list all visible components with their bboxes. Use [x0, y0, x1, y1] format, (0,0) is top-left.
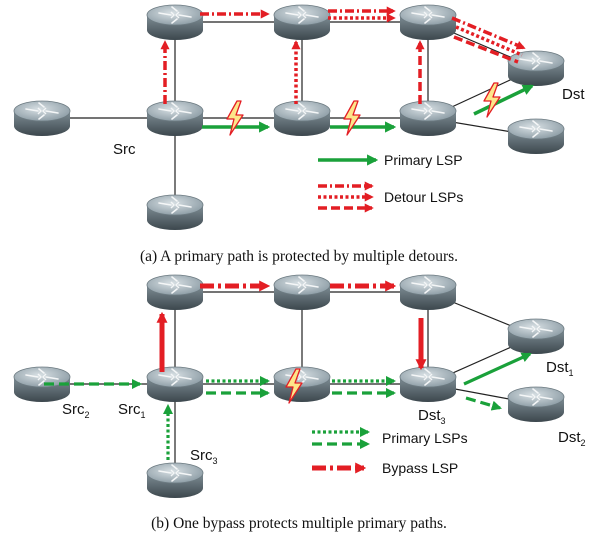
- legend-a: Primary LSP Detour LSPs: [318, 152, 463, 213]
- dst-label: Dst: [562, 86, 585, 103]
- src2-label: Src2: [62, 401, 90, 420]
- router-icon: [146, 366, 204, 403]
- router-icon: [399, 100, 457, 137]
- router-icon: [507, 386, 565, 423]
- dst1-label: Dst1: [546, 359, 574, 378]
- detour-lsp-arrow: [451, 16, 526, 50]
- detour-lsp-arrow: [453, 35, 519, 64]
- router-icon: [146, 274, 204, 311]
- link-failure-icon: [483, 82, 501, 118]
- legend-bypass-label: Bypass LSP: [382, 460, 458, 476]
- router-icon: [273, 100, 331, 137]
- router-icon: [507, 318, 565, 355]
- caption-a: (a) A primary path is protected by multi…: [140, 248, 458, 265]
- router-icon: [13, 100, 71, 137]
- src1-label: Src1: [118, 401, 146, 420]
- router-icon: [507, 118, 565, 155]
- link-failure-icon: [343, 100, 361, 136]
- legend-primary-label: Primary LSPs: [382, 430, 468, 446]
- primary-lsp-arrow: [473, 84, 535, 116]
- router-icon: [399, 274, 457, 311]
- router-icon: [146, 100, 204, 137]
- router-icon: [273, 366, 331, 403]
- legend-detour-label: Detour LSPs: [384, 189, 463, 205]
- dst2-label: Dst2: [558, 429, 586, 448]
- bypass-lsp-b: [156, 280, 427, 372]
- legend-primary-label: Primary LSP: [384, 152, 463, 168]
- router-icon: [399, 4, 457, 41]
- detour-lsps-a: [160, 6, 526, 104]
- router-icon: [273, 4, 331, 41]
- router-icon: [146, 4, 204, 41]
- router-icon: [399, 366, 457, 403]
- router-icon: [146, 194, 204, 231]
- src3-label: Src3: [190, 447, 218, 466]
- src-label: Src: [113, 141, 136, 158]
- detour-lsp-arrow: [455, 25, 523, 57]
- dst3-label: Dst3: [418, 407, 446, 426]
- primary-lsps-b: [44, 352, 532, 460]
- panel-b: Src1 Src2 Src3 Dst1 Dst2 Dst3 Primary LS…: [13, 274, 586, 532]
- legend-b: Primary LSPs Bypass LSP: [312, 426, 468, 476]
- router-icon: [146, 462, 204, 499]
- primary-lsp-arrow: [463, 352, 532, 386]
- panel-a: Src Dst Primary LSP Detour LSPs (a) A pr…: [13, 4, 585, 265]
- caption-b: (b) One bypass protects multiple primary…: [151, 515, 447, 532]
- primary-lsp-arrow: [465, 396, 502, 411]
- router-icon: [507, 50, 565, 87]
- link-failure-icon: [226, 100, 244, 136]
- router-icon: [273, 274, 331, 311]
